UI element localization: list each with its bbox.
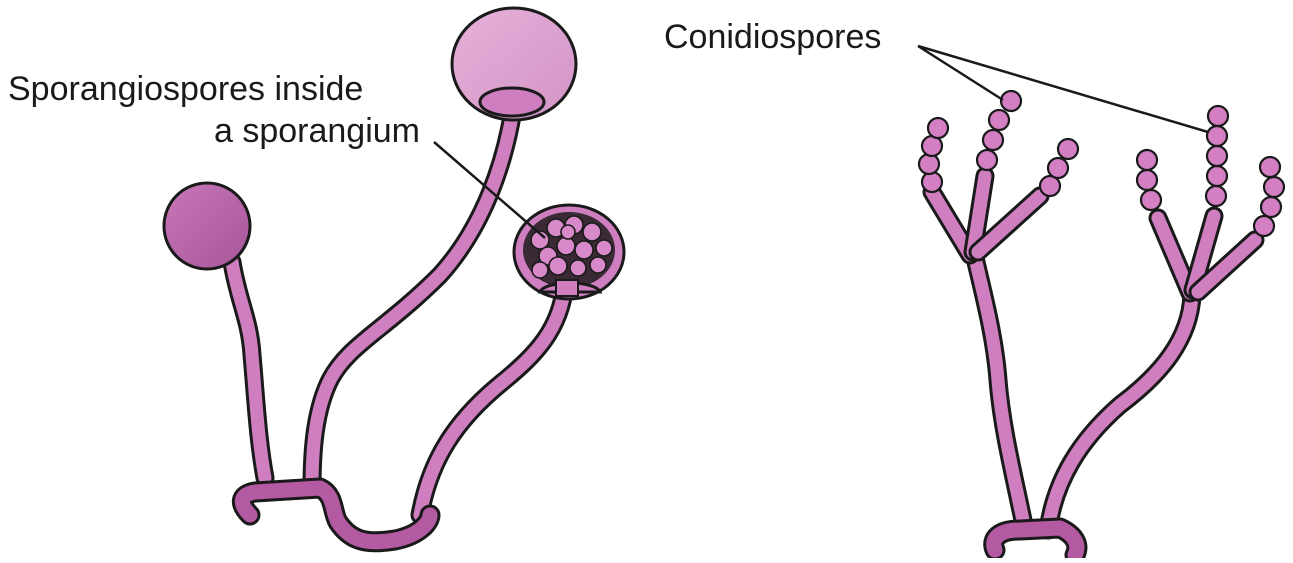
conidiophore-branches-right <box>1158 216 1255 293</box>
label-conidiospores: Conidiospores <box>664 18 881 56</box>
conidiophore-branches-left <box>932 176 1040 255</box>
conidiophore-stalk-left <box>975 258 1025 530</box>
stolon-base <box>242 488 430 542</box>
sporangiophore-stalk-right <box>420 285 565 515</box>
sporangium-left <box>164 183 250 269</box>
sporangium-open <box>514 205 624 299</box>
sporangiophore-stalk-tall <box>312 110 513 488</box>
leader-lines-conidiospores <box>918 46 1208 132</box>
conidiophore-stalk-right <box>1048 295 1192 530</box>
sporangiophore-stalk-left <box>232 262 265 478</box>
sporangium-top <box>452 8 576 120</box>
label-sporangiospores-line2: a sporangium <box>214 112 420 150</box>
conidiophore-group <box>918 46 1284 555</box>
conidiophore-base <box>994 528 1077 555</box>
leader-line-sporangium <box>434 142 545 238</box>
label-sporangiospores-line1: Sporangiospores inside <box>8 70 363 108</box>
